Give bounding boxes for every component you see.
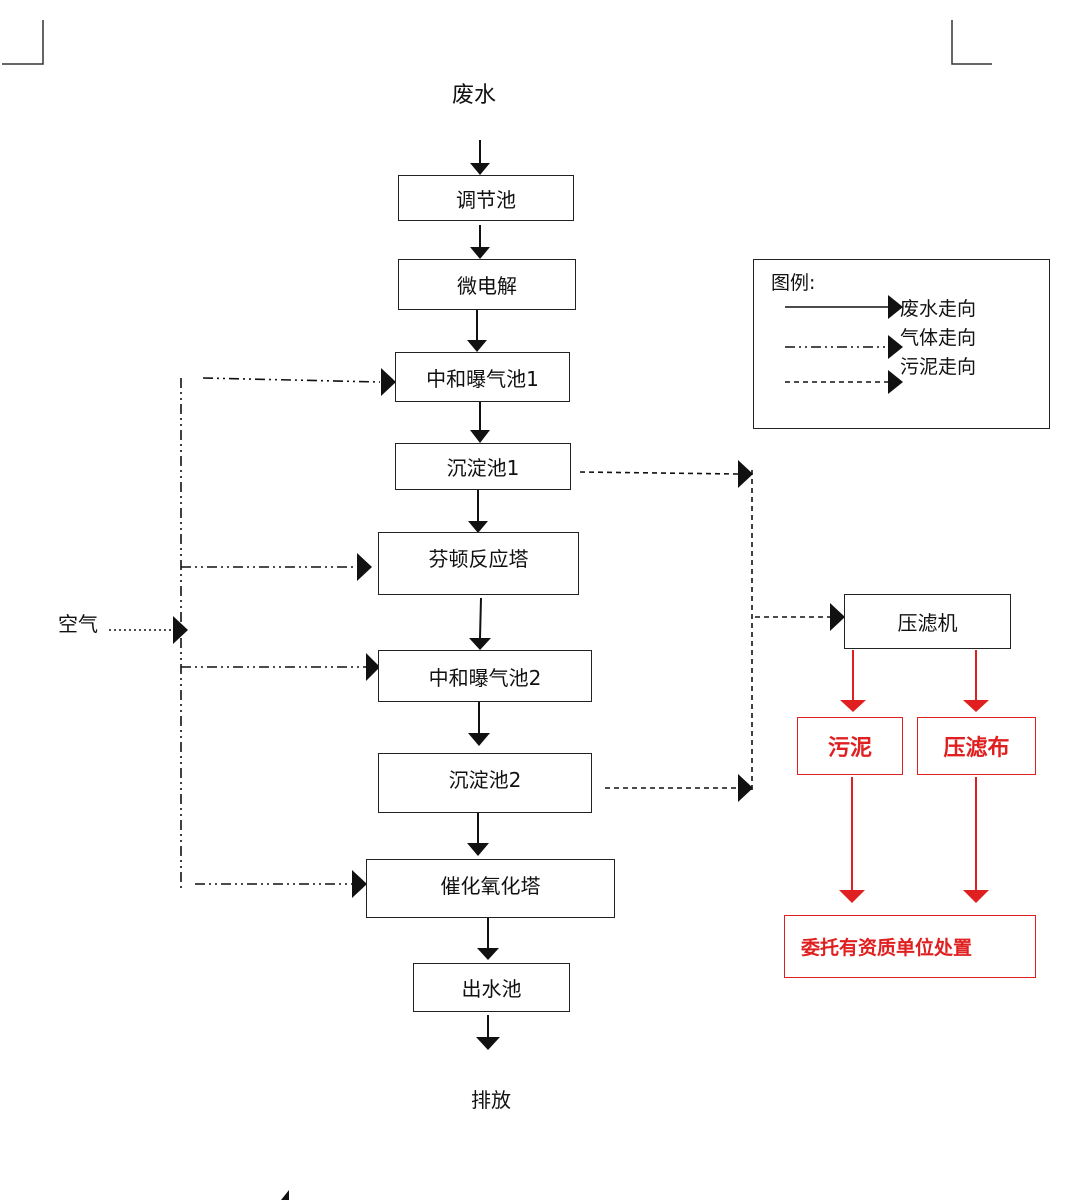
process-step-weidianjie: 微电解 [398,259,576,310]
legend-item-wastewater: 废水走向 [900,298,977,320]
crop-mark-top-left [2,20,44,65]
process-step-zhonghe2: 中和曝气池2 [378,650,592,702]
legend: 图例: 废水走向 气体走向 污泥走向 [753,259,1050,429]
process-step-cuihua: 催化氧化塔 [366,859,615,918]
process-step-chendian1: 沉淀池1 [395,443,571,490]
input-label: 废水 [452,83,497,108]
disposal-box: 委托有资质单位处置 [784,915,1036,978]
output-label: 排放 [471,1088,511,1112]
legend-title: 图例: [771,272,816,294]
flow-arrow [479,597,482,639]
crop-mark-top-right [951,20,992,65]
air-label: 空气 [58,612,98,636]
process-step-tiaojie: 调节池 [398,175,574,221]
process-step-zhonghe1: 中和曝气池1 [395,352,570,402]
filter-press-box: 压滤机 [844,594,1011,649]
process-step-chushui: 出水池 [413,963,570,1012]
process-step-chendian2: 沉淀池2 [378,753,592,813]
process-step-fenton: 芬顿反应塔 [378,532,579,595]
legend-item-sludge: 污泥走向 [900,356,977,378]
legend-item-gas: 气体走向 [900,327,977,349]
sludge-box: 污泥 [797,717,903,775]
filter-cloth-box: 压滤布 [917,717,1036,775]
